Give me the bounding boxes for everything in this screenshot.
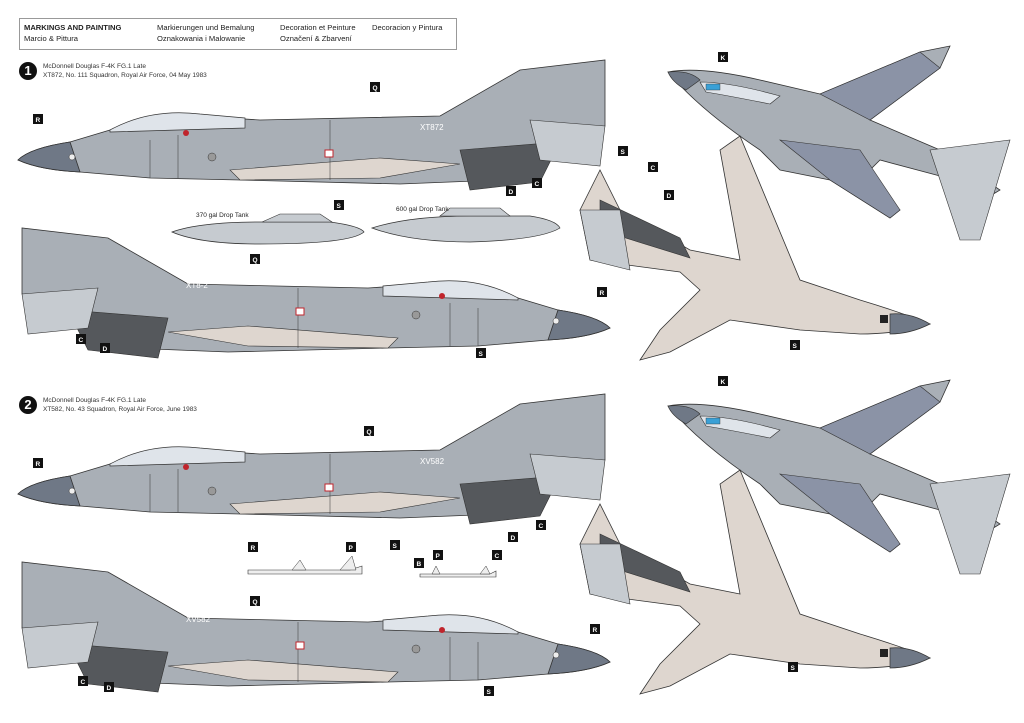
svg-text:C: C: [539, 523, 544, 530]
callout-q: Q: [250, 254, 260, 264]
callout-s: S: [476, 348, 486, 358]
missile-sparrow: [247, 555, 363, 575]
svg-text:S: S: [479, 351, 484, 358]
svg-text:B: B: [417, 561, 422, 568]
svg-text:S: S: [793, 343, 798, 350]
svg-text:D: D: [107, 685, 112, 692]
callout-s: S: [390, 540, 400, 550]
scheme-1-top-view: [667, 45, 1011, 241]
svg-text:C: C: [495, 553, 500, 560]
svg-text:D: D: [103, 346, 108, 353]
callout-s: S: [788, 662, 798, 672]
callout-c: C: [648, 162, 658, 172]
callout-d: D: [664, 190, 674, 200]
scheme-aircraft: McDonnell Douglas F-4K FG.1 Late: [43, 63, 146, 70]
svg-text:K: K: [721, 55, 726, 62]
callout-p: P: [433, 550, 443, 560]
callout-d: D: [104, 682, 114, 692]
svg-text:D: D: [509, 189, 514, 196]
scheme-description: XT582, No. 43 Squadron, Royal Air Force,…: [43, 406, 197, 413]
title-es: Decoracion y Pintura: [372, 23, 443, 32]
scheme-2-bottom-view: [579, 469, 931, 695]
svg-text:K: K: [721, 379, 726, 386]
callout-s: S: [790, 340, 800, 350]
title-pl: Oznakowania i Malowanie: [157, 34, 246, 43]
serial-marking: XT872: [420, 123, 444, 132]
callout-k: K: [718, 52, 728, 62]
svg-text:R: R: [593, 627, 598, 634]
title-de: Markierungen und Bemalung: [157, 23, 255, 32]
svg-text:S: S: [791, 665, 796, 672]
scheme-1-left-profile: [21, 227, 611, 359]
scheme-2-left-profile: [21, 561, 611, 693]
callout-c: C: [532, 178, 542, 188]
svg-text:C: C: [81, 679, 86, 686]
title-cz: Označení & Zbarvení: [280, 34, 352, 43]
drop-tank-370: [171, 213, 365, 245]
callout-q: Q: [364, 426, 374, 436]
callout-r: R: [33, 458, 43, 468]
svg-text:C: C: [651, 165, 656, 172]
callout-b: B: [414, 558, 424, 568]
drop-tank-600: [370, 207, 561, 243]
callout-d: D: [508, 532, 518, 542]
svg-text:R: R: [600, 290, 605, 297]
svg-text:R: R: [36, 461, 41, 468]
svg-text:P: P: [436, 553, 441, 560]
callout-p: P: [346, 542, 356, 552]
callout-k: K: [718, 376, 728, 386]
callout-s: S: [618, 146, 628, 156]
drop-tank-600-label: 600 gal Drop Tank: [396, 206, 449, 213]
callout-s: S: [334, 200, 344, 210]
scheme-number: 1: [19, 62, 37, 80]
svg-text:R: R: [36, 117, 41, 124]
svg-text:D: D: [667, 193, 672, 200]
scheme-2-top-view: [667, 379, 1011, 575]
callout-c: C: [76, 334, 86, 344]
serial-marking-left: XT8-2: [186, 281, 208, 290]
missile-sidewinder: [419, 565, 497, 578]
callout-c: C: [78, 676, 88, 686]
svg-text:C: C: [79, 337, 84, 344]
svg-text:Q: Q: [373, 85, 378, 92]
svg-text:S: S: [337, 203, 342, 210]
svg-text:C: C: [535, 181, 540, 188]
callout-c: C: [492, 550, 502, 560]
svg-text:Q: Q: [253, 257, 258, 264]
svg-text:P: P: [349, 545, 354, 552]
scheme-1-right-profile: [17, 59, 606, 191]
callout-r: R: [248, 542, 258, 552]
scheme-2-right-profile: [17, 393, 606, 525]
scheme-number: 2: [19, 396, 37, 414]
title-fr: Decoration et Peinture: [280, 23, 356, 32]
callout-d: D: [506, 186, 516, 196]
svg-text:Q: Q: [253, 599, 258, 606]
markings-header: MARKINGS AND PAINTING Marcio & Pittura M…: [19, 18, 457, 50]
title-it: Marcio & Pittura: [24, 34, 79, 43]
callout-r: R: [590, 624, 600, 634]
drop-tank-370-label: 370 gal Drop Tank: [196, 212, 249, 219]
svg-text:S: S: [487, 689, 492, 696]
color-callouts: R Q S C D K R Q C D S S C D S R Q S C D …: [33, 52, 800, 696]
svg-text:D: D: [511, 535, 516, 542]
title-en: MARKINGS AND PAINTING: [24, 23, 122, 32]
scheme-1-bottom-view: [579, 135, 931, 361]
svg-text:S: S: [393, 543, 398, 550]
callout-q: Q: [370, 82, 380, 92]
svg-text:R: R: [251, 545, 256, 552]
callout-c: C: [536, 520, 546, 530]
svg-text:Q: Q: [367, 429, 372, 436]
scheme-description: XT872, No. 111 Squadron, Royal Air Force…: [43, 72, 207, 79]
callout-r: R: [33, 114, 43, 124]
callout-s: S: [484, 686, 494, 696]
callout-d: D: [100, 343, 110, 353]
serial-marking: XV582: [420, 457, 445, 466]
callout-q: Q: [250, 596, 260, 606]
svg-text:S: S: [621, 149, 626, 156]
scheme-aircraft: McDonnell Douglas F-4K FG.1 Late: [43, 397, 146, 404]
serial-marking-left: XV582: [186, 615, 211, 624]
callout-r: R: [597, 287, 607, 297]
